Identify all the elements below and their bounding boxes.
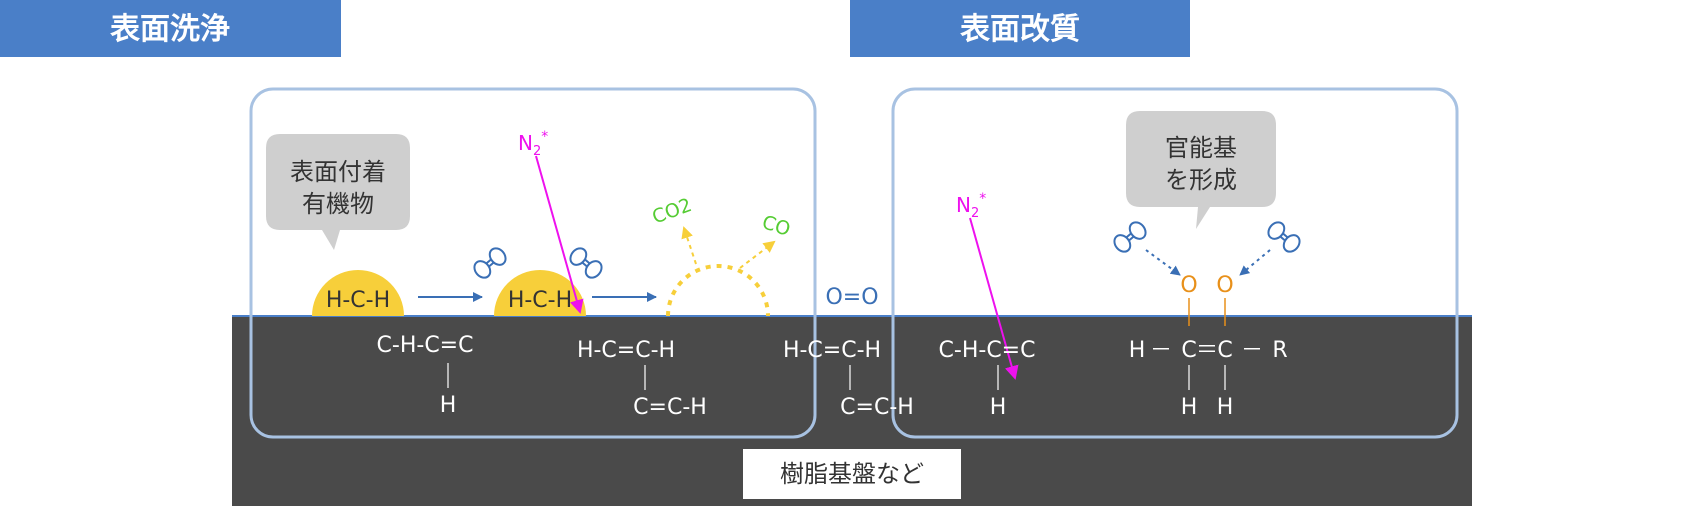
co2-escape-arrow <box>681 226 697 265</box>
n2-label-left: N2* <box>518 129 548 159</box>
fm-h1: H <box>1129 338 1146 363</box>
functionalized-molecule: H － C ＝ C － R H H <box>1129 338 1288 420</box>
oxygen-bind-arrow-left <box>1145 249 1181 276</box>
substrate-molecule-1-top: C-H-C=C <box>377 333 474 358</box>
middle-oxygen-label: O=O <box>825 285 878 310</box>
header-left-bar <box>0 0 341 57</box>
fm-eq: ＝ <box>1196 338 1218 363</box>
fm-r: R <box>1272 338 1287 363</box>
header-right-title: 表面改質 <box>960 12 1080 47</box>
speech-bubble-left <box>266 134 410 250</box>
oxygen-molecule-icon-4 <box>1267 221 1301 253</box>
removed-contaminant <box>666 264 770 317</box>
organic-contaminant-2 <box>494 270 586 316</box>
n2-arrow-left <box>535 155 584 314</box>
n2-arrow-right <box>969 217 1019 380</box>
fm-c2: C <box>1217 338 1232 363</box>
header-right-bar <box>850 0 1190 57</box>
substrate-molecule-4-top: C-H-C=C <box>939 338 1036 363</box>
oxygen-bind-arrow-right <box>1239 249 1271 276</box>
cleaning-panel <box>249 87 817 439</box>
oxygen-atom-left: O <box>1180 273 1197 298</box>
bubble-right-line2: を形成 <box>1165 166 1237 194</box>
substrate-molecule-3-bottom: C=C-H <box>840 395 914 420</box>
fm-dash2: － <box>1241 338 1263 363</box>
substrate-molecule-2-bottom: C=C-H <box>633 395 707 420</box>
organic2-label: H-C-H <box>508 288 572 313</box>
header-left-title: 表面洗浄 <box>110 12 230 47</box>
oxygen-molecule-icon-3 <box>1113 221 1147 253</box>
n2-label-right: N2* <box>956 191 986 221</box>
co-label: CO <box>759 211 793 241</box>
oxygen-molecule-icon-2 <box>569 247 603 279</box>
substrate-molecule-4-bottom: H <box>990 395 1007 420</box>
bubble-right-line1: 官能基 <box>1165 134 1237 162</box>
organic1-label: H-C-H <box>326 288 390 313</box>
bubble-left-line1: 表面付着 <box>290 158 386 186</box>
organic-contaminant-1 <box>312 270 404 316</box>
fm-dash1: － <box>1150 338 1172 363</box>
substrate-molecule-1-bottom: H <box>440 393 457 418</box>
substrate-label: 樹脂基盤など <box>780 460 924 488</box>
oxygen-molecule-icon-1 <box>473 247 507 279</box>
fm-c1: C <box>1181 338 1196 363</box>
fm-hb2: H <box>1217 395 1234 420</box>
bubble-left-line2: 有機物 <box>302 190 374 218</box>
co2-label: CO2 <box>649 194 694 228</box>
fm-hb1: H <box>1181 395 1198 420</box>
modification-panel <box>891 87 1459 439</box>
oxygen-atom-right: O <box>1216 273 1233 298</box>
speech-bubble-right <box>1126 111 1276 229</box>
substrate-label-box <box>743 449 961 499</box>
co-escape-arrow <box>739 240 776 269</box>
substrate-molecule-3-top: H-C=C-H <box>783 338 881 363</box>
substrate-molecule-2-top: H-C=C-H <box>577 338 675 363</box>
